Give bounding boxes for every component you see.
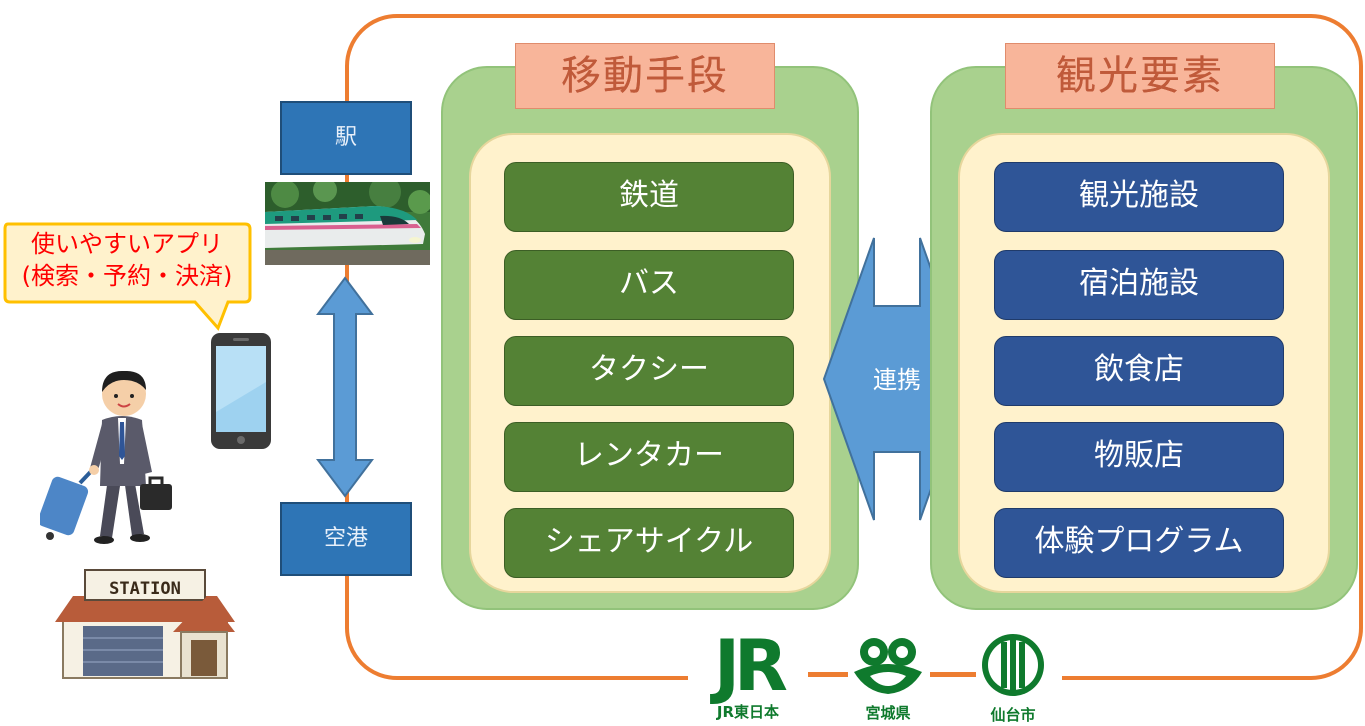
sendai-label: 仙台市 <box>990 706 1036 724</box>
sendai-emblem-icon <box>982 634 1044 696</box>
airport-label: 空港 <box>323 526 368 551</box>
speech-bubble-icon <box>3 222 252 331</box>
logo-connector-2 <box>930 672 976 677</box>
mobility-item-rental-car: レンタカー <box>504 422 794 492</box>
link-label: 連携 <box>873 366 921 394</box>
miyagi-emblem-icon <box>854 638 922 694</box>
tourism-item-retail: 物販店 <box>994 422 1284 492</box>
mobility-item-taxi: タクシー <box>504 336 794 406</box>
miyagi-logo: 宮城県 <box>846 632 930 724</box>
tourism-item-lodging: 宿泊施設 <box>994 250 1284 320</box>
sendai-logo: 仙台市 <box>972 630 1054 724</box>
callout-text: 使いやすいアプリ (検索・予約・決済) <box>4 228 250 298</box>
station-label: 駅 <box>334 125 357 150</box>
mobility-item-share-cycle: シェアサイクル <box>504 508 794 578</box>
station-box: 駅 <box>280 101 412 175</box>
airport-box: 空港 <box>280 502 412 576</box>
callout-line-2: (検索・予約・決済) <box>21 262 233 290</box>
vertical-double-arrow-icon <box>316 276 374 498</box>
jr-east-logo: JR JR東日本 <box>688 630 808 724</box>
jr-logo-mark: JR <box>714 625 788 707</box>
mobility-title: 移動手段 <box>515 43 775 109</box>
smartphone-icon <box>211 333 271 449</box>
tourism-item-restaurants: 飲食店 <box>994 336 1284 406</box>
tourism-item-attractions: 観光施設 <box>994 162 1284 232</box>
tourism-title: 観光要素 <box>1005 43 1275 109</box>
miyagi-label: 宮城県 <box>865 704 911 722</box>
jr-east-label: JR東日本 <box>716 703 780 721</box>
station-sign-text: STATION <box>109 579 181 599</box>
traveler-icon <box>40 370 172 544</box>
mobility-item-railway: 鉄道 <box>504 162 794 232</box>
mobility-item-bus: バス <box>504 250 794 320</box>
callout-line-1: 使いやすいアプリ <box>31 230 223 258</box>
tourism-item-experience-programs: 体験プログラム <box>994 508 1284 578</box>
shinkansen-photo <box>265 182 430 265</box>
station-building-icon <box>55 569 235 679</box>
logo-connector-1 <box>808 672 848 677</box>
